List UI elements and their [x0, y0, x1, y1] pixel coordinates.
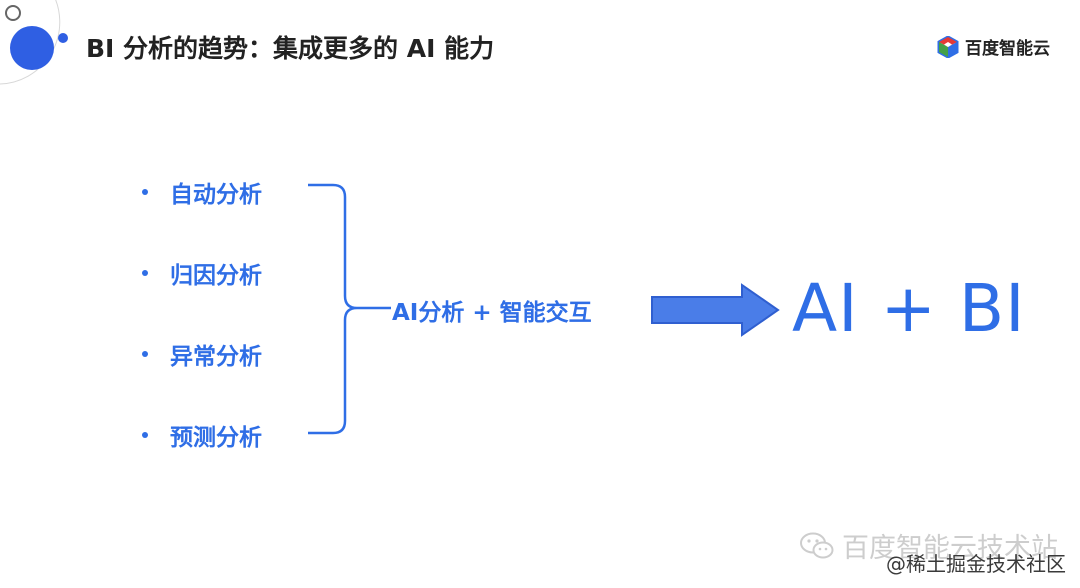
bullet-label: 异常分析	[170, 344, 262, 370]
wechat-watermark: 百度智能云技术站	[800, 526, 1058, 565]
brand-logo: 百度智能云	[937, 34, 1050, 59]
ai-interaction-label: AI分析 + 智能交互	[392, 300, 592, 326]
bullet-dot	[142, 189, 148, 195]
bullet-item: 自动分析	[142, 175, 262, 209]
community-watermark-text: @稀土掘金技术社区	[886, 552, 1066, 576]
decorative-dot-small	[58, 33, 68, 43]
wechat-watermark-text: 百度智能云技术站	[842, 533, 1058, 564]
decorative-dot-large	[10, 26, 54, 70]
bullet-item: 预测分析	[142, 418, 262, 452]
bullet-dot	[142, 270, 148, 276]
brand-cube-icon	[937, 35, 959, 58]
right-arrow-icon	[651, 283, 780, 337]
decorative-ring	[5, 5, 21, 21]
bullet-dot	[142, 351, 148, 357]
bullet-label: 预测分析	[170, 425, 262, 451]
ai-plus-bi-text: AI + BI	[792, 270, 1026, 347]
bullet-label: 归因分析	[170, 263, 262, 289]
wechat-icon	[800, 532, 834, 558]
bullet-dot	[142, 432, 148, 438]
slide-title: BI 分析的趋势：集成更多的 AI 能力	[86, 34, 495, 63]
bullet-item: 异常分析	[142, 337, 262, 371]
bullet-item: 归因分析	[142, 256, 262, 290]
brand-name: 百度智能云	[965, 39, 1050, 59]
grouping-brace	[308, 183, 391, 435]
bullet-label: 自动分析	[170, 182, 262, 208]
